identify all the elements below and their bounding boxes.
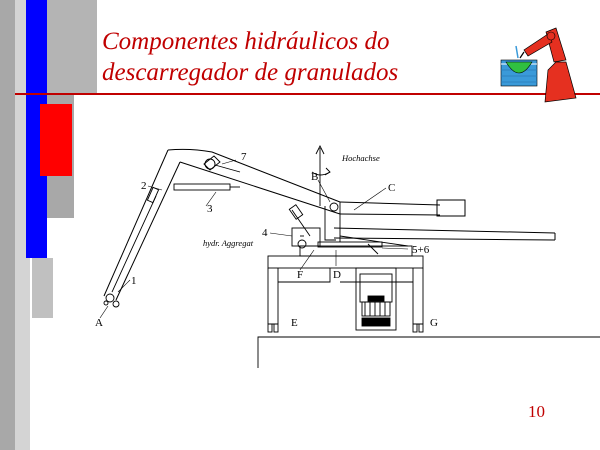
label-2: 2 xyxy=(141,180,147,192)
deco-bar-blue xyxy=(26,0,47,258)
deco-bar-gray-top xyxy=(47,0,97,93)
slide-title-line1: Componentes hidráulicos do xyxy=(102,28,390,55)
hydraulic-cylinders xyxy=(111,158,409,293)
label-3: 3 xyxy=(207,203,213,215)
label-hochachse: Hochachse xyxy=(341,153,380,163)
label-1: 1 xyxy=(131,275,137,287)
page-number: 10 xyxy=(528,402,545,421)
boom-arm xyxy=(103,148,556,301)
label-G: G xyxy=(430,317,438,329)
deco-bar-red xyxy=(40,104,72,176)
pivot-points xyxy=(103,155,339,308)
label-4: 4 xyxy=(262,227,268,239)
label-F: F xyxy=(297,269,303,281)
deco-bar-gray-left xyxy=(0,0,15,450)
industrial-robot-arm-icon xyxy=(500,27,577,103)
label-E: E xyxy=(291,317,298,329)
label-5-6: 5+6 xyxy=(412,244,430,256)
label-7: 7 xyxy=(241,151,247,163)
slide-title-line2: descarregador de granulados xyxy=(102,59,399,86)
label-A: A xyxy=(95,317,103,329)
machine-unit xyxy=(355,267,397,331)
slide-title: Componentes hidráulicos do descarregador… xyxy=(102,26,502,88)
deco-bar-gray-low xyxy=(32,258,53,318)
leader-lines xyxy=(99,159,409,319)
turntable-platform xyxy=(291,202,413,257)
title-rule xyxy=(15,93,600,95)
label-C: C xyxy=(388,182,395,194)
vertical-axis xyxy=(311,144,331,206)
label-D: D xyxy=(333,269,341,281)
ground xyxy=(257,336,600,368)
label-B: B xyxy=(311,171,318,183)
label-hydr-aggregat: hydr. Aggregat xyxy=(203,238,254,248)
